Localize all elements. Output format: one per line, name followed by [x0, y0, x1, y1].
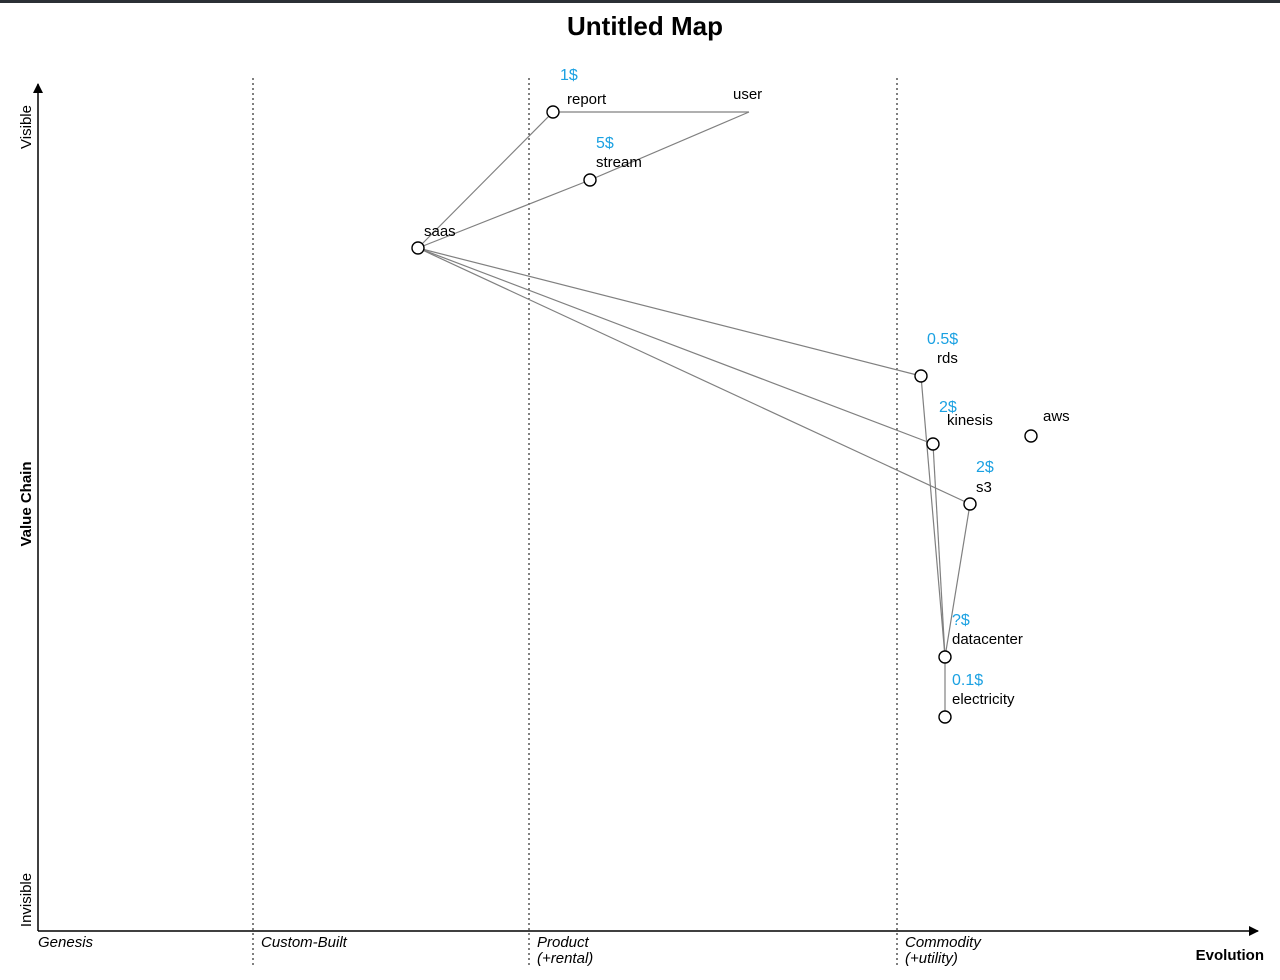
components: userreport1$stream5$saasrds0.5$kinesis2$…	[411, 67, 1070, 724]
component-cost-datacenter: ?$	[952, 612, 970, 629]
component-label-saas: saas	[424, 223, 456, 240]
top-border	[0, 0, 1280, 3]
stage-custom-label: Custom-Built	[261, 934, 348, 951]
stage-commodity-sublabel: (+utility)	[905, 950, 958, 967]
component-node-datacenter[interactable]	[938, 650, 952, 664]
component-node-report[interactable]	[546, 105, 560, 119]
map-title: Untitled Map	[567, 11, 723, 41]
component-saas[interactable]: saas	[411, 223, 456, 255]
component-label-datacenter: datacenter	[952, 631, 1023, 648]
dependency-links	[417, 111, 971, 717]
link-kinesis-datacenter	[932, 443, 946, 658]
component-cost-report: 1$	[560, 67, 578, 84]
component-user[interactable]: user	[733, 86, 762, 103]
component-label-kinesis: kinesis	[947, 412, 993, 429]
evolution-title: Evolution	[1196, 947, 1264, 964]
component-node-rds[interactable]	[914, 369, 928, 383]
component-rds[interactable]: rds 0.5$	[914, 331, 958, 383]
axis-visible-label: Visible	[18, 105, 35, 149]
component-aws[interactable]: aws	[1024, 408, 1070, 443]
component-cost-s3: 2$	[976, 459, 994, 476]
stage-commodity-label: Commodity	[905, 934, 982, 951]
component-node-stream[interactable]	[583, 173, 597, 187]
component-label-report: report	[567, 91, 607, 108]
link-saas-kinesis	[417, 247, 934, 445]
link-stream-saas	[417, 179, 591, 249]
component-report[interactable]: report 1$	[546, 67, 607, 119]
stage-product-label: Product	[537, 934, 590, 951]
component-label-rds: rds	[937, 350, 958, 367]
link-saas-s3	[417, 247, 971, 505]
component-cost-stream: 5$	[596, 135, 614, 152]
component-stream[interactable]: stream 5$	[583, 135, 642, 187]
component-label-electricity: electricity	[952, 691, 1015, 708]
component-cost-rds: 0.5$	[927, 331, 958, 348]
stage-product-sublabel: (+rental)	[537, 950, 593, 967]
link-saas-rds	[417, 247, 922, 377]
component-node-electricity[interactable]	[938, 710, 952, 724]
component-node-aws[interactable]	[1024, 429, 1038, 443]
component-node-saas[interactable]	[411, 241, 425, 255]
link-user-stream	[589, 111, 750, 181]
component-cost-electricity: 0.1$	[952, 672, 983, 689]
link-rds-datacenter	[920, 375, 946, 658]
component-datacenter[interactable]: datacenter ?$	[938, 612, 1023, 664]
link-s3-datacenter	[944, 503, 971, 658]
component-s3[interactable]: s32$	[963, 459, 994, 511]
component-label-s3: s3	[976, 479, 992, 496]
component-cost-kinesis: 2$	[939, 399, 957, 416]
component-label-stream: stream	[596, 154, 642, 171]
component-node-kinesis[interactable]	[926, 437, 940, 451]
stage-genesis-label: Genesis	[38, 934, 94, 951]
axis-invisible-label: Invisible	[18, 873, 35, 927]
component-label-user: user	[733, 86, 762, 103]
link-report-saas	[417, 111, 554, 249]
component-electricity[interactable]: electricity 0.1$	[938, 672, 1015, 724]
value-chain-title: Value Chain	[18, 461, 35, 546]
component-label-aws: aws	[1043, 408, 1070, 425]
component-node-s3[interactable]	[963, 497, 977, 511]
